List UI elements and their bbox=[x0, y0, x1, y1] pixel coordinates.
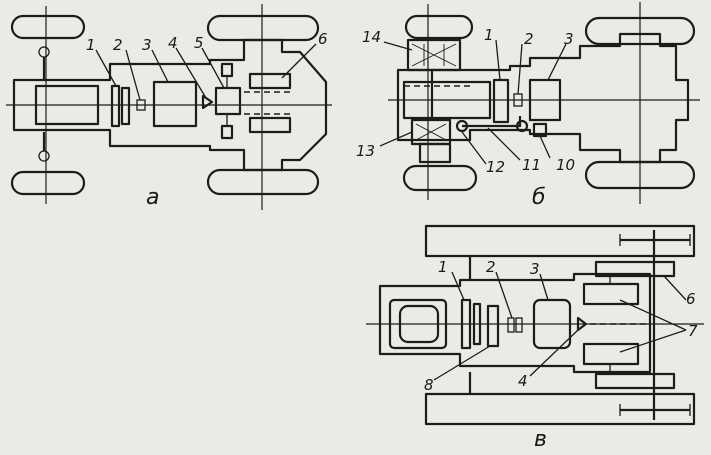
b-label-11: 11 bbox=[522, 156, 541, 174]
b-valve-2 bbox=[515, 119, 529, 133]
v-steering-clutch-top bbox=[582, 282, 640, 306]
v-final-drive-top bbox=[594, 260, 676, 278]
a-front-wheel-bottom bbox=[10, 170, 86, 196]
b-frame bbox=[396, 32, 690, 164]
a-label-4: 4 bbox=[168, 34, 178, 52]
v-label-4: 4 bbox=[518, 372, 528, 390]
v-track-bottom bbox=[424, 392, 696, 426]
a-label-6: 6 bbox=[318, 30, 328, 48]
a-rear-wheel-bottom bbox=[206, 168, 320, 196]
v-label-3: 3 bbox=[530, 260, 540, 278]
v-final-drive-bottom bbox=[594, 372, 676, 390]
a-final-drive-top bbox=[248, 72, 292, 90]
b-label-14: 14 bbox=[362, 28, 381, 46]
a-clutch bbox=[110, 84, 121, 128]
v-coupling-2 bbox=[515, 317, 523, 333]
v-steering-clutch-bottom bbox=[582, 342, 640, 366]
v-track-top bbox=[424, 224, 696, 258]
v-gear bbox=[486, 304, 500, 348]
b-caption: б bbox=[532, 185, 546, 210]
v-frame bbox=[378, 272, 652, 374]
a-front-wheel-top bbox=[10, 14, 86, 40]
b-front-wheel-bottom bbox=[402, 164, 478, 192]
b-label-12: 12 bbox=[486, 158, 505, 176]
diagram-a: 1 2 3 4 5 6 а bbox=[6, 4, 332, 210]
b-tank bbox=[418, 142, 452, 164]
b-front-wheel-top bbox=[404, 14, 474, 40]
diagram-b: 14 1 2 3 10 11 12 13 б bbox=[356, 2, 700, 210]
v-caption: в bbox=[534, 427, 547, 451]
b-valve bbox=[455, 119, 469, 133]
v-label-6: 6 bbox=[686, 290, 696, 308]
a-label-3: 3 bbox=[142, 36, 152, 54]
a-rear-wheel-top bbox=[206, 14, 320, 42]
a-final-drive-bottom bbox=[248, 116, 292, 134]
a-label-1: 1 bbox=[86, 36, 96, 54]
a-label-2: 2 bbox=[113, 36, 123, 54]
b-label-1: 1 bbox=[484, 26, 494, 44]
b-label-3: 3 bbox=[564, 30, 574, 48]
a-gearbox bbox=[152, 80, 198, 128]
diagram-v: 1 2 3 6 7 4 8 в bbox=[366, 224, 704, 452]
a-main-gear bbox=[214, 86, 242, 116]
v-label-1: 1 bbox=[438, 258, 448, 276]
b-label-13: 13 bbox=[356, 142, 375, 160]
b-hydraulic-line bbox=[462, 116, 522, 128]
a-brake-bottom bbox=[220, 124, 234, 140]
a-clutch-disc bbox=[120, 86, 131, 126]
b-label-2: 2 bbox=[524, 30, 534, 48]
v-label-2: 2 bbox=[486, 258, 496, 276]
a-pivot-top bbox=[38, 46, 50, 58]
v-label-8: 8 bbox=[424, 376, 434, 394]
a-label-5: 5 bbox=[194, 34, 204, 52]
v-coupling-1 bbox=[507, 317, 515, 333]
b-clutch bbox=[492, 78, 510, 124]
b-label-10: 10 bbox=[556, 156, 575, 174]
a-pivot-bottom bbox=[38, 150, 50, 162]
v-label-7: 7 bbox=[688, 322, 698, 340]
a-caption: а bbox=[146, 185, 159, 210]
a-brake-top bbox=[220, 62, 234, 78]
a-bevel-gear bbox=[201, 94, 214, 110]
